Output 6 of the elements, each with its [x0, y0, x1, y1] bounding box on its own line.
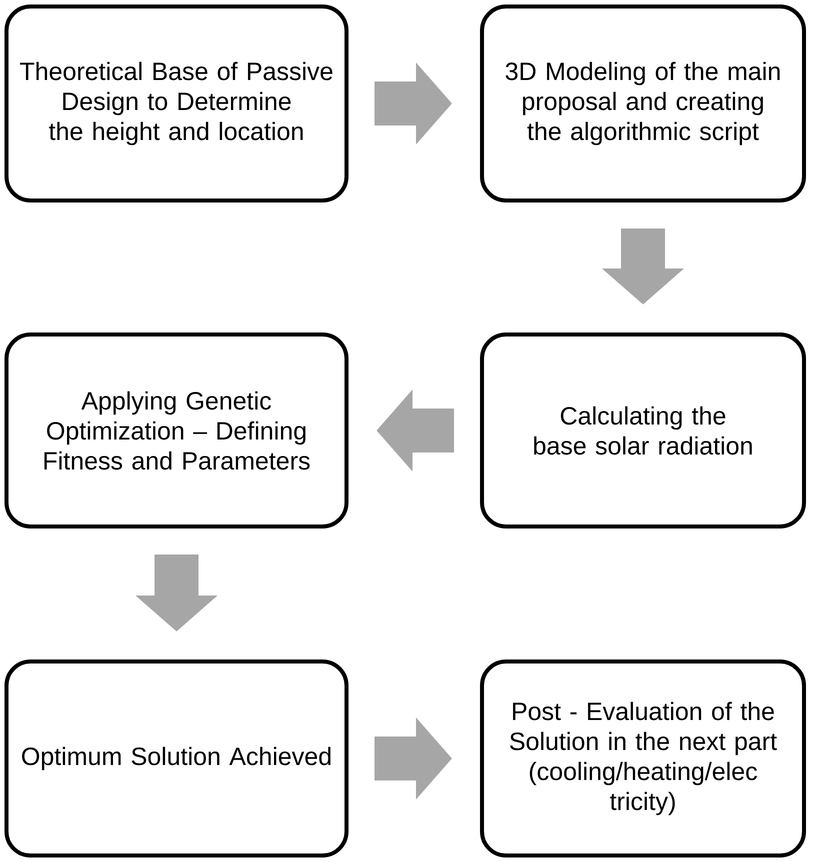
process-box: Applying Genetic Optimization – Defining Fitness and Parameters [4, 332, 348, 528]
process-box: Theoretical Base of Passive Design to Determine the height and location [4, 4, 348, 202]
process-box: Calculating the base solar radiation [480, 332, 806, 528]
process-box: Optimum Solution Achieved [4, 660, 348, 858]
process-box: Post - Evaluation of the Solution in the next part (cooling/heating/elec tricity) [480, 660, 806, 858]
process-box: 3D Modeling of the main proposal and creating the algorithmic script [480, 4, 806, 202]
